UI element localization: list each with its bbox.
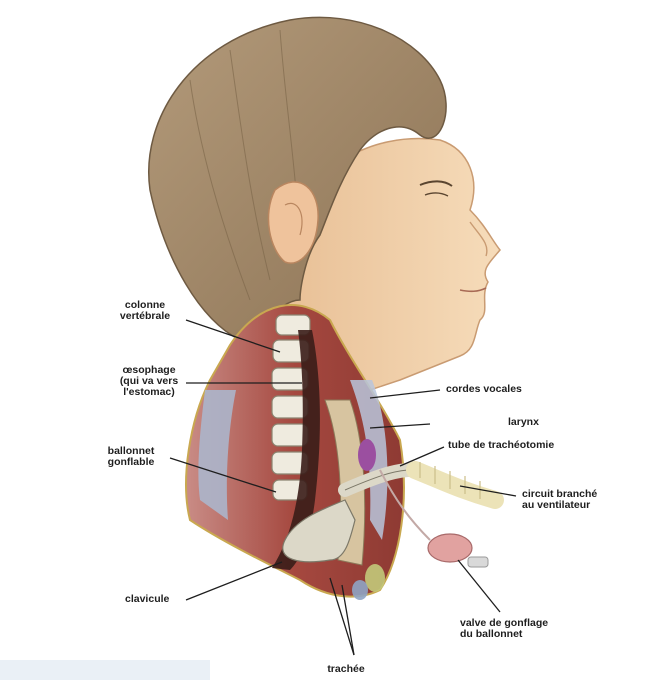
footer-panel [0,660,210,680]
label-circuit-ventilateur: circuit branché au ventilateur [522,489,597,511]
label-colonne-vertebrale: colonne vertébrale [100,300,190,322]
label-clavicule: clavicule [125,594,169,605]
pilot-balloon [428,534,472,562]
label-cordes-vocales: cordes vocales [446,384,522,395]
ventilator-hose [415,470,495,500]
label-ballonnet: ballonnet gonflable [95,446,167,468]
larynx-structure [358,439,376,471]
label-trachee: trachée [316,664,376,675]
label-tube-tracheotomie: tube de trachéotomie [448,440,554,451]
label-oesophage: œsophage (qui va vers l'estomac) [110,365,188,398]
label-larynx: larynx [508,417,539,428]
label-valve-gonflage: valve de gonflage du ballonnet [460,618,548,640]
